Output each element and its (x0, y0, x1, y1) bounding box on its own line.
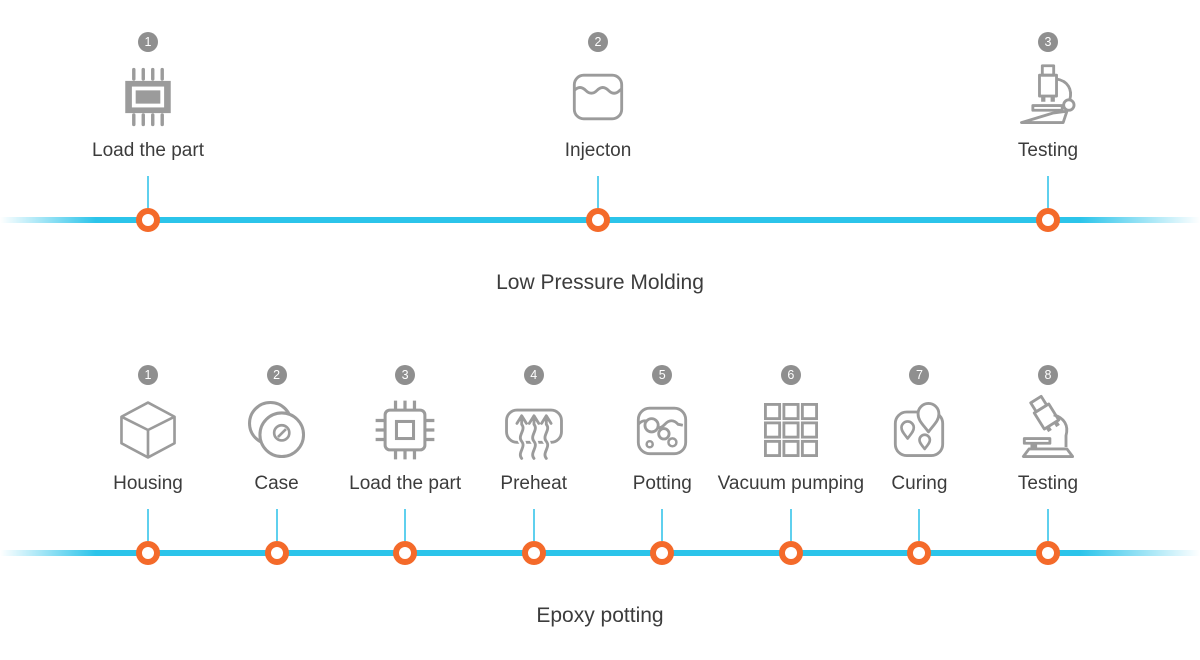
microscope-icon (1005, 56, 1091, 138)
timeline-track (0, 550, 1200, 556)
timeline-marker (136, 208, 160, 232)
step-label: Testing (1017, 473, 1079, 494)
rings-icon (234, 389, 320, 471)
step-number-badge: 8 (1038, 365, 1058, 385)
heat-arrows-icon (491, 389, 577, 471)
step-label: Curing (891, 473, 948, 494)
step-label: Housing (113, 473, 183, 494)
timeline-marker (264, 541, 289, 565)
step-connector-line (789, 509, 792, 541)
step-connector-line (1047, 509, 1049, 541)
map-pins-icon (876, 389, 962, 471)
timeline-marker (136, 541, 160, 565)
step-number-badge: 6 (780, 365, 801, 385)
timeline-title: Epoxy potting (536, 604, 664, 627)
step-number-badge: 4 (523, 365, 544, 385)
step-label: Load the part (92, 140, 204, 161)
timeline-marker (1036, 541, 1060, 565)
step-label: Vacuum pumping (717, 473, 865, 494)
step-connector-line (404, 509, 407, 541)
chip-outline-icon (362, 389, 448, 471)
step-connector-line (147, 509, 149, 541)
step-label: Load the part (349, 473, 462, 494)
step-connector-line (1047, 176, 1049, 208)
step-connector-line (597, 176, 599, 208)
timeline-marker (586, 208, 610, 232)
step-number-badge: 3 (395, 365, 416, 385)
step-connector-line (147, 176, 149, 208)
timeline-marker (778, 541, 803, 565)
timeline-marker (521, 541, 546, 565)
cube-icon (105, 389, 191, 471)
chip-filled-icon (105, 56, 191, 138)
step-label: Testing (1017, 140, 1079, 161)
microscope-tilted-icon (1005, 389, 1091, 471)
step-number-badge: 2 (588, 32, 608, 52)
step-label: Case (254, 473, 299, 494)
step-number-badge: 5 (652, 365, 673, 385)
step-connector-line (661, 509, 664, 541)
step-number-badge: 7 (909, 365, 930, 385)
step-connector-line (918, 509, 921, 541)
step-number-badge: 1 (138, 365, 158, 385)
step-number-badge: 1 (138, 32, 158, 52)
step-number-badge: 3 (1038, 32, 1058, 52)
timeline-marker (907, 541, 932, 565)
liquid-container-icon (555, 56, 641, 138)
timeline-marker (1036, 208, 1060, 232)
timeline-title: Low Pressure Molding (496, 271, 704, 294)
step-connector-line (532, 509, 535, 541)
step-number-badge: 2 (266, 365, 287, 385)
step-label: Potting (632, 473, 692, 494)
timeline-marker (650, 541, 675, 565)
step-connector-line (275, 509, 278, 541)
step-label: Injecton (564, 140, 632, 161)
grid-icon (748, 389, 834, 471)
step-label: Preheat (500, 473, 567, 494)
timeline-marker (393, 541, 418, 565)
potting-container-icon (619, 389, 705, 471)
